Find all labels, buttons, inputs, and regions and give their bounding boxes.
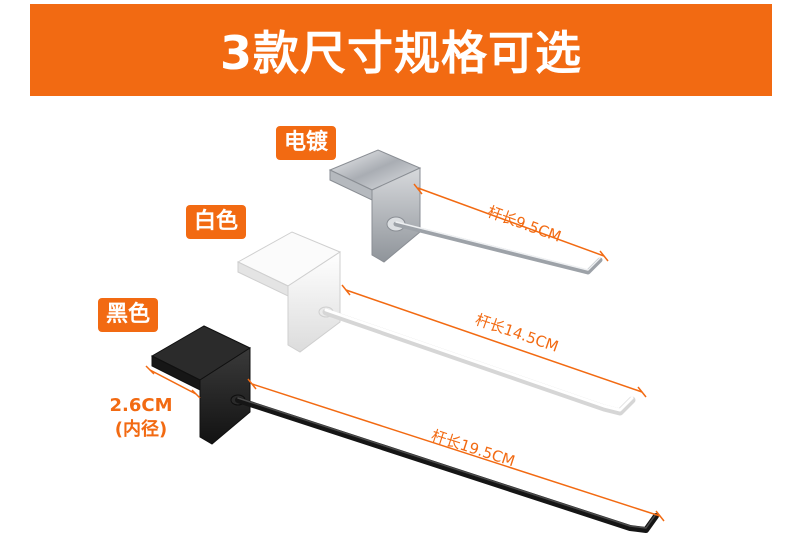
white-hook bbox=[236, 231, 636, 416]
banner-title: 3款尺寸规格可选 bbox=[219, 26, 582, 80]
dimension-line-chrome bbox=[413, 183, 609, 262]
inner-diameter-label: 2.6CM (内径) bbox=[98, 394, 184, 442]
dimension-line-white bbox=[341, 284, 647, 398]
title-banner: 3款尺寸规格可选 bbox=[30, 4, 772, 96]
inner-diameter-value: 2.6CM bbox=[109, 395, 173, 416]
tag-black: 黑色 bbox=[98, 298, 159, 332]
inner-diameter-marker bbox=[145, 365, 201, 399]
chrome-hook bbox=[328, 149, 603, 275]
black-hook bbox=[150, 325, 659, 533]
dimension-line-black bbox=[247, 378, 665, 522]
tag-electroplated: 电镀 bbox=[276, 126, 337, 160]
inner-diameter-note: (内径) bbox=[114, 419, 168, 440]
tag-white: 白色 bbox=[186, 205, 247, 239]
